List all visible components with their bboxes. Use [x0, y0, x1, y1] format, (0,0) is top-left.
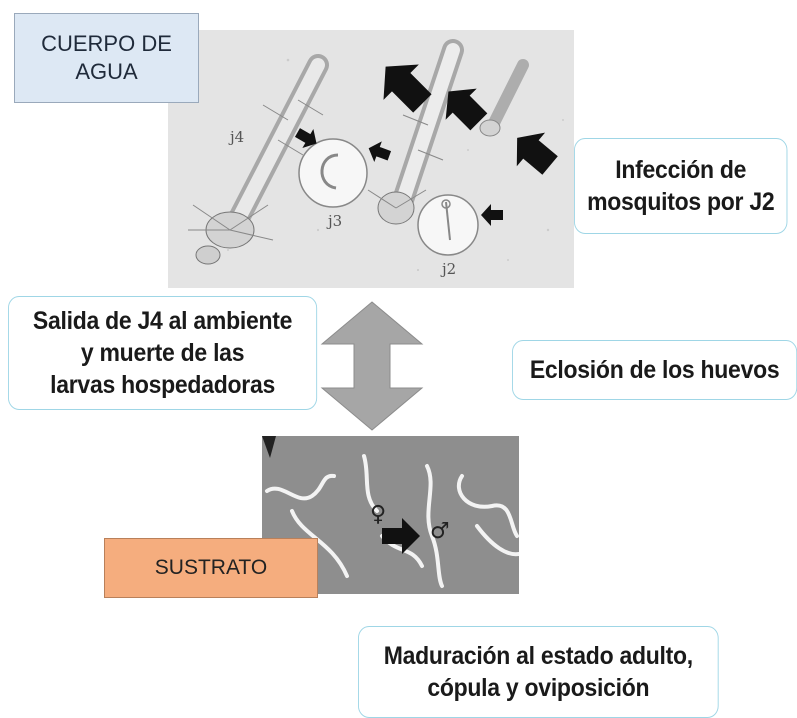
j3-label: j3	[326, 212, 342, 230]
exit-callout: Salida de J4 al ambiente y muerte de las…	[8, 296, 318, 410]
maturation-callout: Maduración al estado adulto, cópula y ov…	[358, 626, 719, 718]
water-larvae-photo: j4 j3 j2	[168, 30, 574, 288]
larva-j4-left	[188, 54, 329, 265]
female-symbol: ♀	[370, 502, 386, 527]
substrate-label: SUSTRATO	[104, 538, 318, 598]
cycle-double-arrow	[320, 300, 424, 432]
j3-circle	[298, 138, 368, 208]
hatching-callout: Eclosión de los huevos	[512, 340, 797, 400]
j2-label: j2	[440, 260, 456, 278]
infection-callout: Infección de mosquitos por J2	[574, 138, 788, 234]
j4-label: j4	[228, 128, 244, 146]
mating-arrow	[382, 518, 420, 554]
water-body-label: CUERPO DE AGUA	[14, 13, 199, 103]
male-symbol: ♂	[430, 519, 450, 544]
larva-far-right	[479, 59, 529, 137]
larva-right	[367, 39, 464, 225]
